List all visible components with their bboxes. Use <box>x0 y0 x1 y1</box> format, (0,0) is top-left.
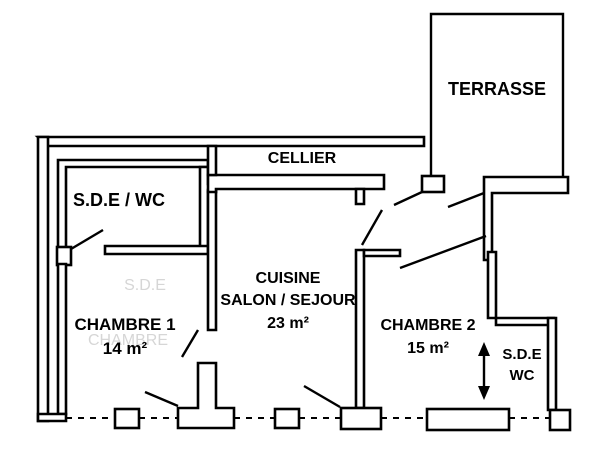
door-swing <box>180 329 200 358</box>
cellier-left-wall <box>206 144 218 177</box>
chambre-2-top-wall <box>362 248 402 258</box>
cuisine-label-line2: SALON / SEJOUR <box>220 292 356 309</box>
sde-wc-1-label: S.D.E / WC <box>73 190 165 210</box>
cuisine-area: 23 m² <box>267 315 309 332</box>
door-swing <box>399 234 487 270</box>
walls <box>34 135 570 423</box>
door-swing <box>360 209 384 246</box>
sde-wc-2-right-wall <box>546 316 558 412</box>
chambre-2-area: 15 m² <box>407 340 449 357</box>
door-swing <box>144 390 179 408</box>
sde-wc-1-wall-bottom <box>103 244 210 256</box>
window-pier <box>339 406 383 431</box>
window-pier <box>425 407 511 432</box>
terrasse-label: TERRASSE <box>448 79 546 99</box>
door-swing <box>303 384 341 409</box>
chambre-1-left-wall <box>56 262 68 416</box>
window-pier <box>273 407 301 430</box>
bottom-left-wall <box>36 412 68 423</box>
door-swings <box>70 190 487 409</box>
bottom-facade <box>66 361 572 432</box>
terrasse-outline <box>429 12 565 178</box>
wall-stub <box>55 245 73 267</box>
cuisine-right-wall <box>354 248 366 410</box>
cellier-wall-stub <box>354 187 366 206</box>
terrasse-pillar <box>420 174 446 194</box>
sde-wc-2-label-line2: WC <box>510 367 535 384</box>
left-outer-wall <box>36 135 50 423</box>
chambre-1-right-wall <box>206 188 218 332</box>
watermark-mark: S.D.E <box>124 277 166 294</box>
faint-watermark: S.D.E CHAMBRE <box>88 277 168 349</box>
arrow-head-up <box>478 342 490 356</box>
sde-wc-2-label-line1: S.D.E <box>502 346 541 363</box>
terrasse-area <box>420 12 565 194</box>
door-swing <box>447 191 485 209</box>
chambre-1-label: CHAMBRE 1 <box>74 315 175 334</box>
t-pier <box>176 361 236 430</box>
window-pier <box>548 408 572 432</box>
right-top-wall <box>482 175 570 262</box>
top-wall <box>34 135 426 148</box>
room-labels: TERRASSE CELLIER S.D.E / WC CHAMBRE 1 14… <box>73 79 546 384</box>
double-arrow-icon <box>478 342 490 400</box>
window-pier <box>113 407 141 430</box>
cellier-front-wall <box>206 173 386 194</box>
cuisine-label-line1: CUISINE <box>256 270 321 287</box>
door-swing <box>393 190 423 207</box>
chambre-2-right-wall <box>486 250 498 320</box>
watermark-mark: CHAMBRE <box>88 332 168 349</box>
arrow-head-down <box>478 386 490 400</box>
chambre-2-label: CHAMBRE 2 <box>380 317 475 334</box>
door-swing <box>70 228 104 251</box>
cellier-label: CELLIER <box>268 150 337 167</box>
chambre-1-area: 14 m² <box>103 339 148 358</box>
sde-wc-2-top-wall <box>494 316 556 327</box>
